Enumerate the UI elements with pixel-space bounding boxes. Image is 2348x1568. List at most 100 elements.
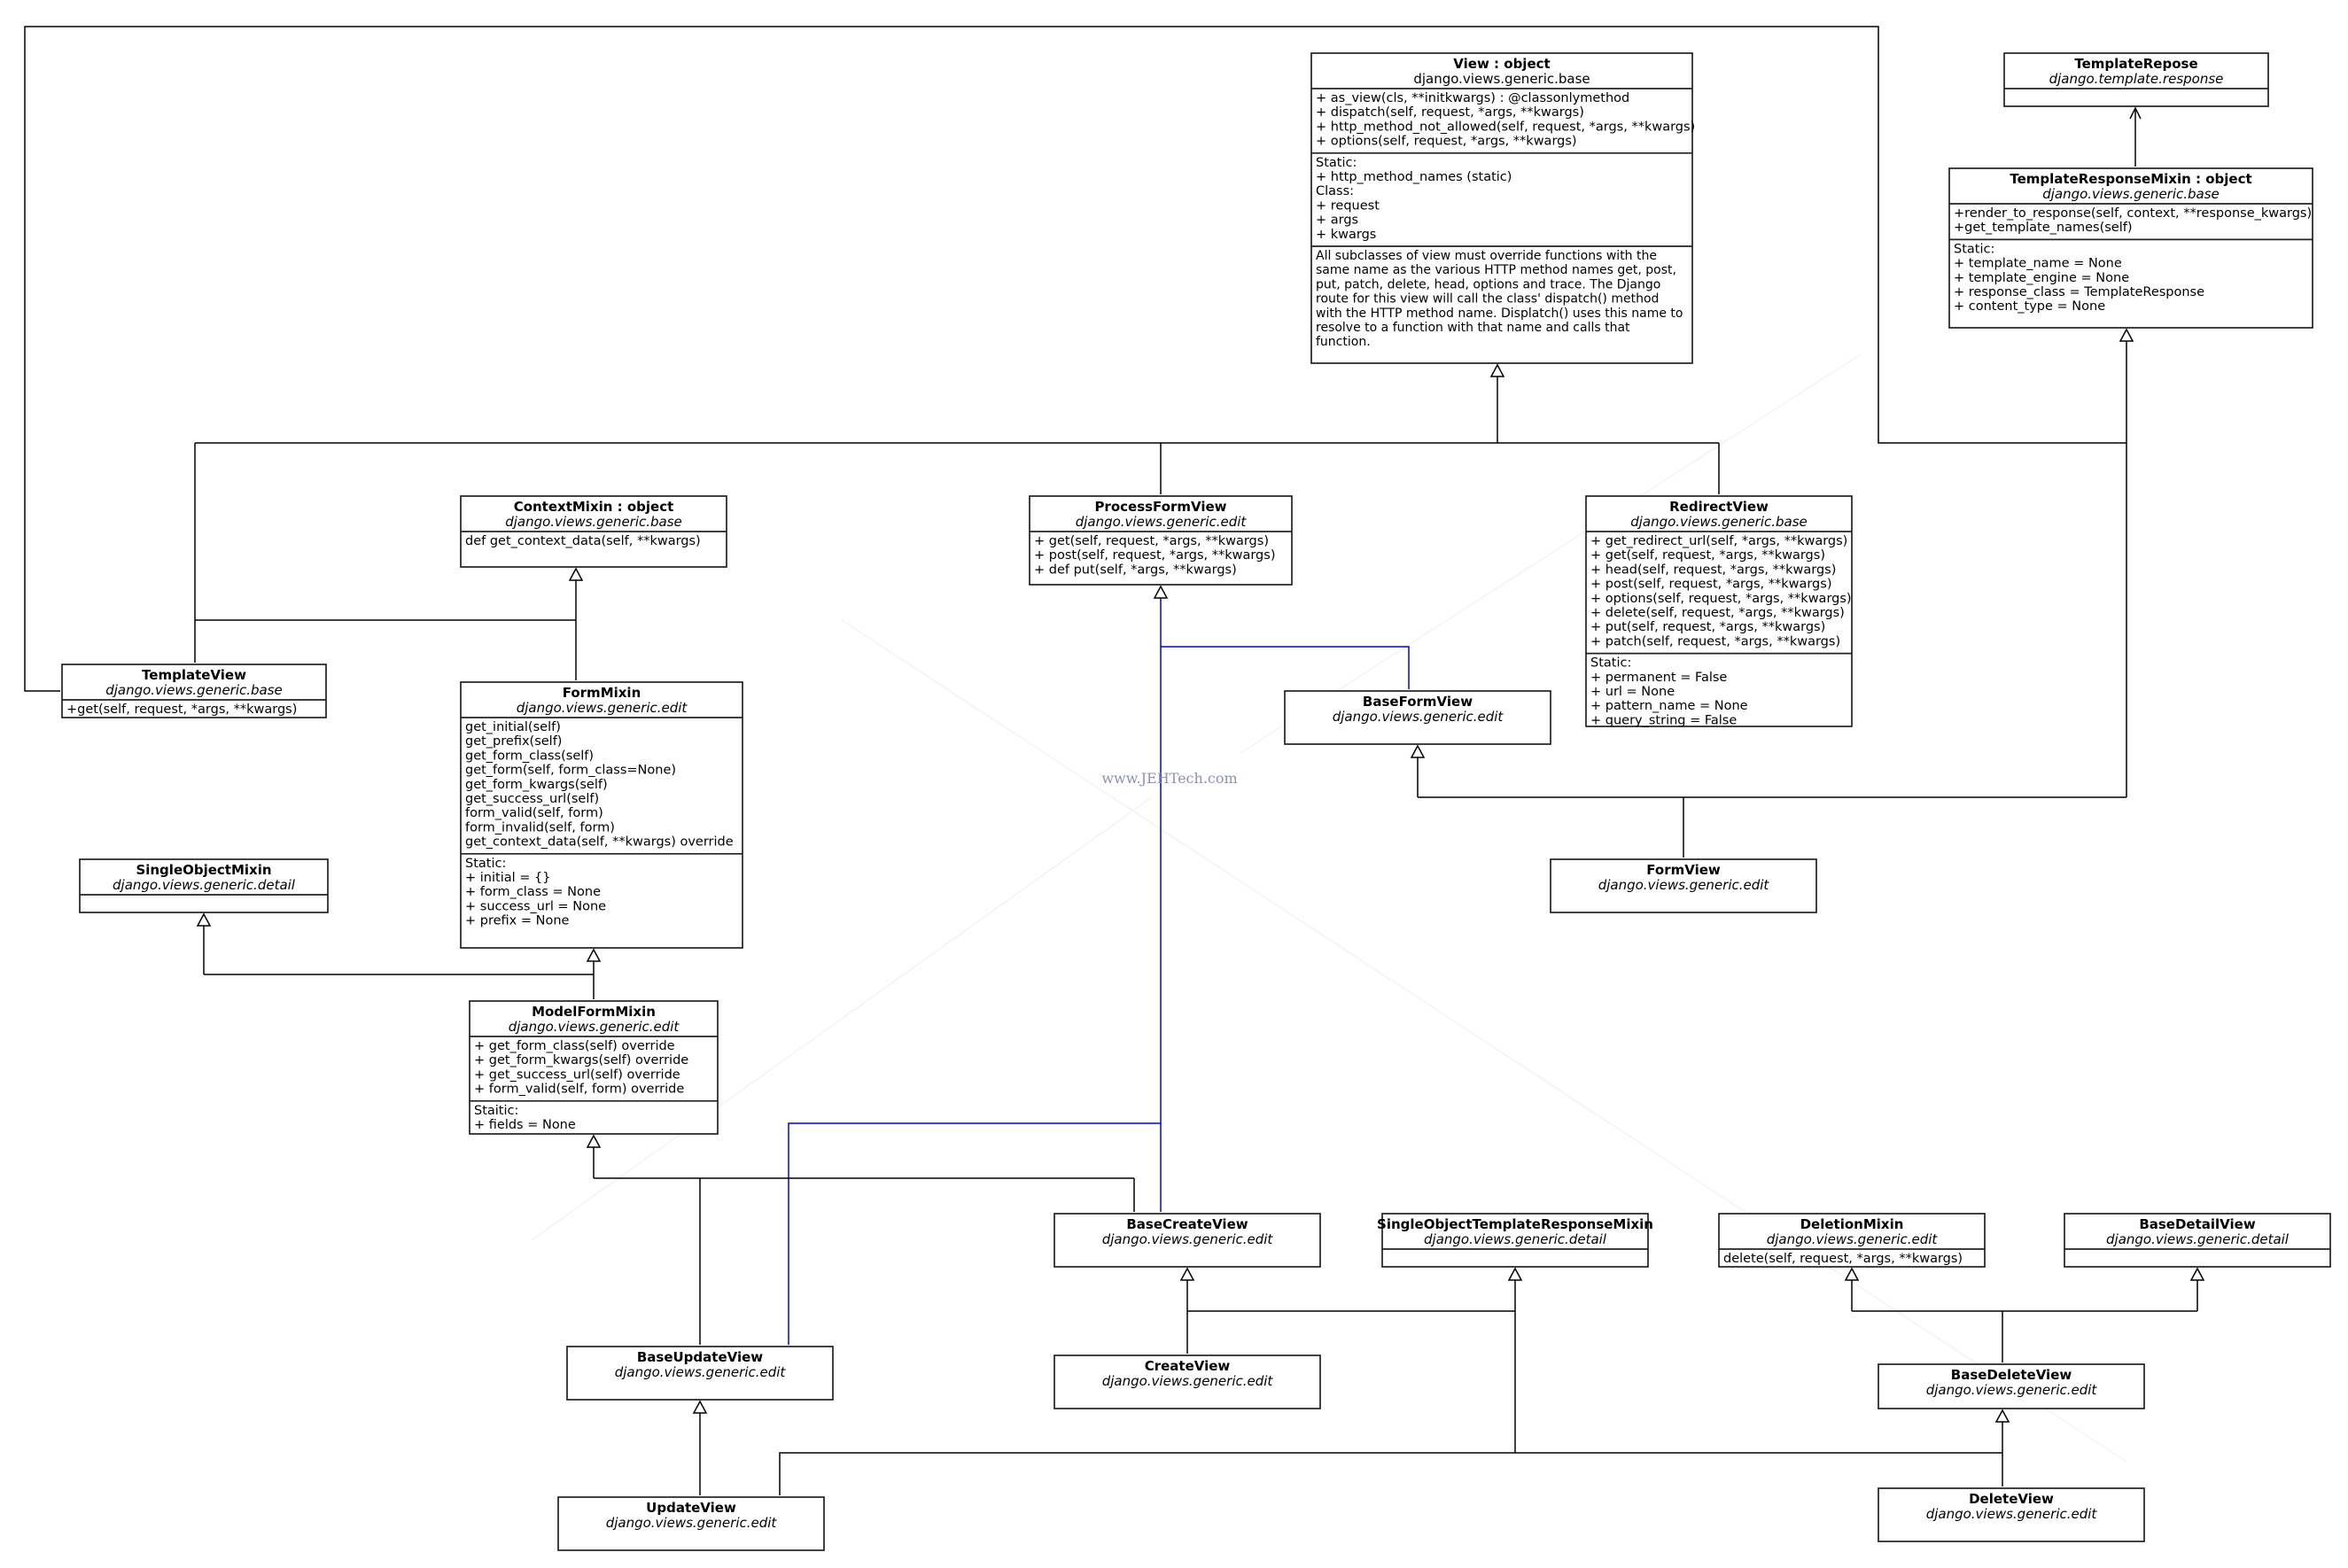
class-package: django.views.generic.edit: [509, 1019, 680, 1035]
class-name: FormMixin: [563, 685, 641, 701]
class-member: delete(self, request, *args, **kwargs): [1723, 1252, 1963, 1266]
class-member: + put(self, request, *args, **kwargs): [1590, 620, 1825, 634]
class-member: get_initial(self): [465, 720, 561, 734]
class-member: + options(self, request, *args, **kwargs…: [1590, 592, 1852, 606]
class-member: get_form_kwargs(self): [465, 778, 608, 792]
class-box-processformview: ProcessFormViewdjango.views.generic.edit…: [1029, 495, 1293, 586]
class-package: django.views.generic.edit: [1102, 1231, 1274, 1247]
class-box-templateview: TemplateViewdjango.views.generic.base+ge…: [61, 664, 327, 718]
class-member: + success_url = None: [465, 899, 606, 913]
class-box-frame: [61, 664, 327, 718]
class-member: + args: [1316, 213, 1358, 228]
class-name: TemplateResponseMixin : object: [2010, 171, 2251, 187]
class-note-line: same name as the various HTTP method nam…: [1316, 263, 1676, 277]
generalization-arrowhead: [2189, 1267, 2205, 1281]
class-package: django.views.generic.edit: [1333, 709, 1504, 725]
connector-updateview-to-sotrm: [779, 1452, 1515, 1495]
class-package: django.views.generic.edit: [517, 700, 688, 716]
class-package: django.views.generic.edit: [1076, 514, 1248, 530]
class-note-line: put, patch, delete, head, options and tr…: [1316, 277, 1660, 291]
class-name: BaseUpdateView: [637, 1349, 763, 1365]
generalization-arrowhead: [586, 948, 602, 962]
generalization-arrowhead: [1153, 585, 1169, 599]
class-member: + url = None: [1590, 685, 1675, 699]
connector-baseformview-to-processformview: [1161, 646, 1410, 689]
class-name: TemplateRepose: [2074, 56, 2197, 72]
class-box-frame: [1310, 52, 1693, 364]
generalization-arrowhead: [1179, 1267, 1195, 1281]
generalization-arrowhead: [1410, 744, 1426, 758]
class-member: + get_redirect_url(self, *args, **kwargs…: [1590, 534, 1847, 548]
class-member: + post(self, request, *args, **kwargs): [1034, 548, 1275, 563]
class-member: + permanent = False: [1590, 671, 1727, 685]
class-member: + as_view(cls, **initkwargs) : @classonl…: [1316, 91, 1629, 105]
class-box-frame: [1053, 1213, 1321, 1268]
class-member: + get(self, request, *args, **kwargs): [1034, 534, 1269, 548]
class-package: django.views.generic.detail: [113, 877, 296, 893]
class-name: BaseDetailView: [2139, 1216, 2256, 1232]
generalization-arrowhead: [568, 567, 584, 581]
class-member: + form_class = None: [465, 885, 601, 899]
class-package: django.views.generic.base: [105, 682, 283, 698]
class-member: Staitic:: [474, 1104, 518, 1118]
class-member: + get_form_kwargs(self) override: [474, 1053, 688, 1067]
class-box-singleobjectmixin: SingleObjectMixindjango.views.generic.de…: [79, 858, 329, 913]
generalization-arrowhead: [196, 912, 212, 927]
class-member: get_prefix(self): [465, 734, 562, 749]
class-member: + template_name = None: [1954, 257, 2122, 271]
class-member: + form_valid(self, form) override: [474, 1083, 684, 1097]
class-member: + http_method_names (static): [1316, 170, 1512, 184]
class-member: + content_type = None: [1954, 299, 2105, 314]
class-note-line: with the HTTP method name. Displatch() u…: [1316, 307, 1683, 321]
class-member: form_valid(self, form): [465, 806, 603, 820]
class-member: + options(self, request, *args, **kwargs…: [1316, 135, 1577, 149]
class-box-frame: [1585, 495, 1853, 727]
class-member: + post(self, request, *args, **kwargs): [1590, 578, 1831, 592]
class-box-contextmixin: ContextMixin : objectdjango.views.generi…: [460, 495, 727, 568]
class-box-frame: [1029, 495, 1293, 586]
class-package: django.views.generic.edit: [606, 1515, 778, 1531]
class-box-frame: [1053, 1355, 1321, 1409]
class-member: + query_string = False: [1590, 713, 1737, 727]
class-package: django.views.generic.edit: [1767, 1231, 1939, 1247]
class-box-frame: [1948, 167, 2313, 329]
class-package: django.template.response: [2049, 71, 2224, 87]
class-package: django.views.generic.base: [2042, 186, 2220, 202]
class-member: + get_success_url(self) override: [474, 1067, 680, 1082]
class-box-frame: [2064, 1213, 2331, 1268]
class-note-line: function.: [1316, 335, 1371, 349]
class-note-line: route for this view will call the class'…: [1316, 292, 1659, 307]
connector-lines: [24, 26, 2205, 1495]
class-box-frame: [1718, 1213, 1986, 1268]
class-box-frame: [566, 1346, 834, 1401]
generalization-arrowhead: [692, 1400, 708, 1414]
class-name: View : object: [1453, 56, 1550, 72]
class-member: +get_template_names(self): [1954, 221, 2133, 235]
class-member: + fields = None: [474, 1118, 576, 1132]
class-member: + get_form_class(self) override: [474, 1039, 675, 1053]
class-member: +render_to_response(self, context, **res…: [1954, 206, 2312, 221]
class-package: django.views.generic.edit: [1598, 877, 1770, 893]
class-box-frame: [469, 1000, 719, 1135]
connector-baseupdateview-to-processformview: [788, 1122, 1161, 1345]
background-decoration: [531, 353, 2127, 1463]
class-member: + template_engine = None: [1954, 271, 2129, 285]
class-name: SingleObjectMixin: [136, 862, 271, 878]
class-member: Static:: [1316, 156, 1357, 170]
generalization-arrowhead: [2119, 328, 2134, 342]
class-member: get_form(self, form_class=None): [465, 764, 676, 778]
class-box-frame: [1878, 1487, 2145, 1542]
class-name: BaseCreateView: [1126, 1216, 1248, 1232]
class-member: def get_context_data(self, **kwargs): [465, 534, 701, 548]
class-boxes: View : object django.views.generic.base + …: [61, 52, 2331, 1551]
class-box-frame: [1381, 1213, 1649, 1268]
class-name: ModelFormMixin: [532, 1004, 656, 1020]
class-box-frame: [557, 1496, 825, 1551]
